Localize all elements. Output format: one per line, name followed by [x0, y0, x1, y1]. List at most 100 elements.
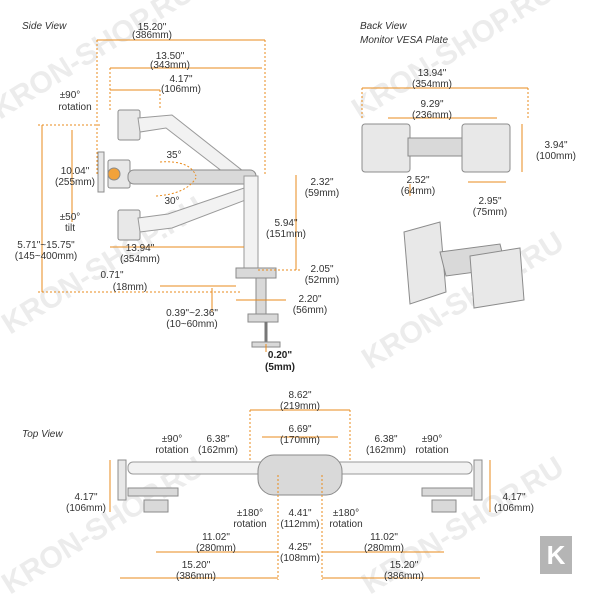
side-angle-up: 35° — [166, 150, 181, 161]
back-vesa-mm: (75mm) — [473, 207, 507, 218]
clamp-screw-plate — [247, 313, 279, 323]
side-total-height-mm: (145~400mm) — [15, 251, 78, 262]
side-arm-height-mm: (59mm) — [305, 188, 339, 199]
top-view: 8.62" (219mm) 6.69" (170mm) 6.38" (162mm… — [66, 390, 534, 582]
top-arm-left: 6.38" — [206, 434, 229, 445]
watermark-text: KRON-SHOP.RU — [356, 225, 570, 375]
arm-level — [127, 169, 257, 185]
top-rotation-right: ±90° — [422, 434, 443, 445]
angle-arc — [159, 161, 197, 177]
top-depth-right: 4.17" — [502, 492, 525, 503]
side-view-title: Side View — [22, 21, 67, 32]
top-depth-left-mm: (106mm) — [66, 503, 106, 514]
back-total-width-mm: (354mm) — [412, 79, 452, 90]
back-mid-width-mm: (236mm) — [412, 110, 452, 121]
top-rotation-180-right-label: rotation — [329, 519, 362, 530]
side-tilt-label: tilt — [65, 223, 75, 234]
top-plate-right — [421, 487, 473, 497]
side-short-width: 4.17" — [169, 74, 192, 85]
top-rotation-180-left: ±180° — [237, 508, 263, 519]
side-desk-range: 0.39"~2.36" — [166, 308, 218, 319]
back-height-mm: (100mm) — [536, 151, 576, 162]
side-height-range: 10.04" — [61, 166, 90, 177]
watermark-text: KRON-SHOP.RU — [346, 0, 560, 126]
side-mid-width: 13.50" — [156, 51, 185, 62]
top-reach-right: 15.20" — [390, 560, 419, 571]
top-arm-right: 6.38" — [374, 434, 397, 445]
side-pole-height: 5.94" — [274, 218, 297, 229]
top-base-width-mm: (108mm) — [280, 553, 320, 564]
pole — [243, 175, 259, 275]
top-center-hub — [257, 454, 343, 496]
top-depth-right-mm: (106mm) — [494, 503, 534, 514]
side-total-width: 15.20" — [138, 22, 167, 33]
top-segment-right: 11.02" — [370, 532, 398, 543]
vesa-plate-left — [361, 123, 411, 173]
back-gap-mm: (64mm) — [401, 186, 435, 197]
monitor-plate-upper — [117, 109, 141, 141]
side-reach: 13.94" — [126, 243, 155, 254]
side-total-height: 5.71"~15.75" — [17, 240, 75, 251]
vesa-plate-perspective-back — [469, 247, 525, 309]
side-short-width-mm: (106mm) — [161, 84, 201, 95]
side-rotation-angle: ±90° — [60, 90, 81, 101]
top-segment-left: 11.02" — [202, 532, 230, 543]
side-reach-mm: (354mm) — [120, 254, 160, 265]
top-center-width-mm: (112mm) — [280, 519, 319, 530]
side-offset: 0.71" — [100, 270, 123, 281]
side-total-width-mm: (386mm) — [132, 30, 172, 41]
top-view-title: Top View — [22, 429, 63, 440]
side-clamp-width: 2.20" — [298, 294, 321, 305]
back-mid-width: 9.29" — [420, 99, 443, 110]
clamp-body — [255, 277, 267, 315]
top-total-width: 8.62" — [288, 390, 311, 401]
side-offset-mm: (18mm) — [113, 282, 147, 293]
top-foot-right — [431, 499, 457, 513]
top-depth-left: 4.17" — [74, 492, 97, 503]
top-rotation-180-left-label: rotation — [233, 519, 266, 530]
top-monitor-left — [117, 459, 127, 501]
vesa-plate-perspective — [403, 221, 447, 305]
back-view-subtitle: Monitor VESA Plate — [360, 35, 448, 46]
back-vesa: 2.95" — [478, 196, 501, 207]
side-clamp-width-mm: (56mm) — [293, 305, 327, 316]
top-rotation-left-label: rotation — [155, 445, 188, 456]
side-height-range-mm: (255mm) — [55, 177, 95, 188]
side-pole-height-mm: (151mm) — [266, 229, 306, 240]
pivot-joint — [107, 167, 121, 181]
top-rotation-right-label: rotation — [415, 445, 448, 456]
side-tilt-angle: ±50° — [60, 212, 81, 223]
side-mid-width-mm: (343mm) — [150, 60, 190, 71]
monitor-plate-lower — [117, 209, 141, 241]
top-segment-right-mm: (280mm) — [364, 543, 404, 554]
top-segment-left-mm: (280mm) — [196, 543, 236, 554]
top-reach-left: 15.20" — [182, 560, 211, 571]
monitor-panel — [97, 151, 105, 193]
angle-arc — [155, 177, 197, 197]
vesa-bracket — [407, 137, 465, 157]
top-foot-left — [143, 499, 169, 513]
top-rotation-left: ±90° — [162, 434, 183, 445]
top-inner-width-mm: (170mm) — [280, 435, 320, 446]
side-desk-range-mm: (10~60mm) — [166, 319, 217, 330]
back-view-title: Back View — [360, 21, 407, 32]
back-view: 13.94" (354mm) 9.29" (236mm) 3.94" (100m… — [361, 68, 576, 309]
top-base-width: 4.25" — [288, 542, 311, 553]
top-inner-width: 6.69" — [288, 424, 311, 435]
top-plate-left — [127, 487, 179, 497]
side-plate-thickness-mm: (5mm) — [265, 362, 295, 373]
top-reach-right-mm: (386mm) — [384, 571, 424, 582]
back-total-width: 13.94" — [418, 68, 447, 79]
side-angle-down: 30° — [164, 196, 179, 207]
top-arm-left-mm: (162mm) — [198, 445, 238, 456]
top-total-width-mm: (219mm) — [280, 401, 320, 412]
vesa-plate-right — [461, 123, 511, 173]
top-center-width: 4.41" — [288, 508, 311, 519]
side-base-height: 2.05" — [310, 264, 333, 275]
top-reach-left-mm: (386mm) — [176, 571, 216, 582]
side-rotation-label: rotation — [58, 102, 91, 113]
side-base-height-mm: (52mm) — [305, 275, 339, 286]
side-arm-height: 2.32" — [310, 177, 333, 188]
top-monitor-right — [473, 459, 483, 501]
